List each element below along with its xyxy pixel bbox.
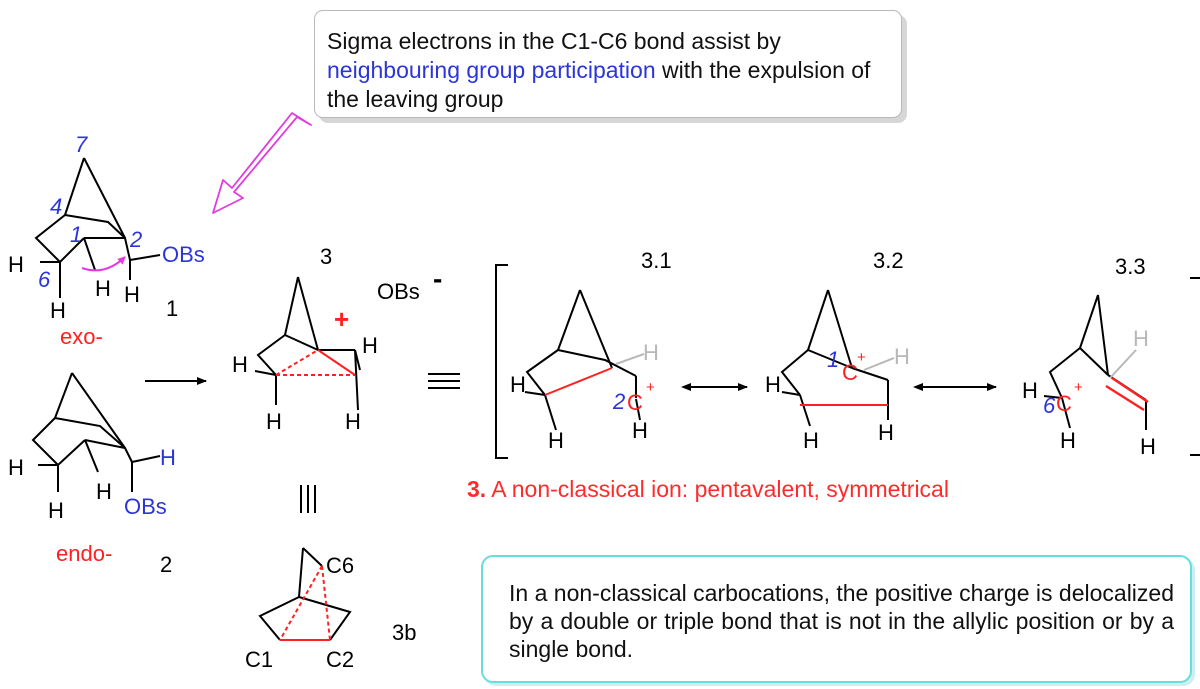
note-text: In a non-classical carbocations, the pos… [509, 580, 1174, 662]
ion-3b-structure [258, 547, 352, 641]
resonance-form-3-3-position: 6 [1043, 393, 1056, 418]
resonance-form-3-1-position: 2 [612, 389, 625, 414]
compound-1-number: 1 [166, 296, 178, 321]
h-atom: H [1133, 326, 1149, 351]
h-atom: H [8, 252, 24, 277]
h-atom: H [765, 372, 781, 397]
equivalence-sign [428, 373, 460, 389]
compound-1-exo [34, 157, 161, 298]
grey-bond [863, 357, 895, 371]
resonance-brackets [495, 264, 1200, 459]
endo-label: endo- [56, 541, 112, 566]
counter-ion-charge: - [433, 263, 442, 294]
h-atom: H [803, 428, 819, 453]
h-atom: H [643, 340, 659, 365]
carbon-6-label: 6 [38, 267, 51, 292]
carbon-1-label: 1 [70, 222, 82, 247]
resonance-form-3-1-number: 3.1 [641, 248, 672, 273]
caption-number: 3. [467, 476, 487, 502]
h-atom: H [894, 344, 910, 369]
definition-note: In a non-classical carbocations, the pos… [481, 555, 1192, 683]
resonance-form-3-1-carbon: C [627, 390, 643, 415]
h-atom: H [1022, 378, 1038, 403]
callout-highlight: neighbouring group participation [327, 57, 656, 83]
resonance-form-3-2-position: 1 [827, 347, 839, 372]
compound-2-number: 2 [160, 552, 172, 577]
h-atom: H [48, 498, 64, 523]
h-atom: H [548, 428, 564, 453]
ion-3b-c1-label: C1 [245, 647, 273, 672]
resonance-form-3-3-charge: + [1074, 379, 1083, 396]
ion-3b-c6-label: C6 [326, 553, 354, 578]
callout-pointer-arrow [212, 112, 312, 214]
grey-bond [615, 353, 645, 365]
h-atom: H [95, 276, 111, 301]
h-atom: H [1060, 428, 1076, 453]
h-atom: H [124, 282, 140, 307]
resonance-form-3-3-carbon: C [1056, 391, 1072, 416]
ion-3b-partial-bonds [279, 565, 331, 641]
callout-text: Sigma electrons in the C1-C6 bond assist… [327, 28, 781, 54]
caption-text: A non-classical ion: pentavalent, symmet… [486, 476, 949, 502]
carbon-4-label: 4 [50, 194, 62, 219]
h-atom: H [50, 298, 66, 323]
ion-3b-number: 3b [392, 620, 416, 645]
h-atom: H [878, 420, 894, 445]
ion-3b-c2-label: C2 [326, 647, 354, 672]
resonance-form-3-2 [780, 289, 889, 427]
callout-box: Sigma electrons in the C1-C6 bond assist… [314, 10, 902, 118]
carbon-7-label: 7 [75, 132, 88, 157]
h-atom: H [345, 409, 361, 434]
resonance-form-3-3-number: 3.3 [1115, 254, 1146, 279]
callout-text-end: with the expulsion of the leaving group [327, 57, 871, 112]
resonance-form-3-2-number: 3.2 [873, 248, 904, 273]
resonance-form-3-1-bonds [544, 367, 613, 396]
ion-3-number: 3 [320, 244, 332, 269]
compound-2-endo [31, 372, 161, 492]
h-atom: H [632, 418, 648, 443]
resonance-form-3-2-charge: + [857, 349, 866, 366]
h-atom: H [96, 479, 112, 504]
grey-bond [1109, 349, 1137, 379]
resonance-form-3-3-double-bond [1105, 377, 1149, 412]
compound-1-leaving-group: OBs [162, 242, 205, 267]
h-atom: H [160, 445, 176, 470]
electron-push-arrow [81, 256, 126, 272]
resonance-form-3-2-carbon: C [842, 360, 858, 385]
h-atom: H [8, 455, 24, 480]
compound-2-leaving-group: OBs [124, 494, 167, 519]
ion-3-charge: + [334, 304, 349, 334]
h-atom: H [510, 372, 526, 397]
ion-3-structure [254, 276, 361, 411]
h-atom: H [1140, 434, 1156, 459]
h-atom: H [266, 409, 282, 434]
resonance-form-3-1 [524, 289, 641, 431]
caption: 3. A non-classical ion: pentavalent, sym… [467, 476, 949, 503]
carbon-2-label: 2 [129, 227, 142, 252]
h-atom: H [232, 352, 248, 377]
exo-label: exo- [60, 324, 103, 349]
vertical-equivalence-sign [300, 485, 316, 513]
h-atom: H [362, 333, 378, 358]
resonance-form-3-1-charge: + [646, 379, 655, 396]
ion-3-partial-bonds [275, 349, 356, 376]
counter-ion: OBs [377, 279, 420, 304]
